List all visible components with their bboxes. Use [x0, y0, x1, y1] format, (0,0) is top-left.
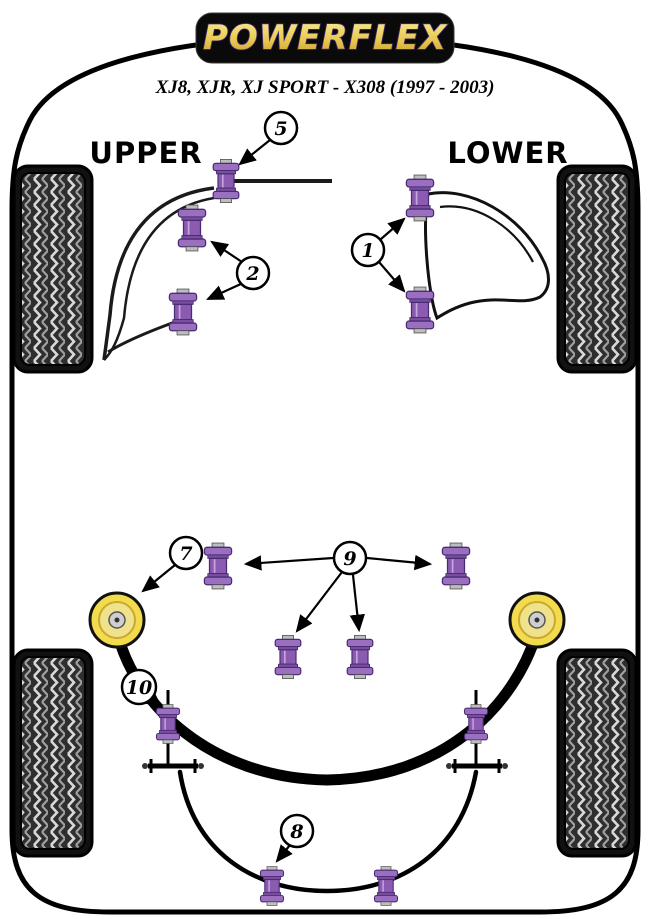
callout-8-number: 8 [289, 821, 303, 843]
roll-bar-mount-right [508, 591, 566, 649]
callout-2: 2 [235, 255, 271, 291]
tire-rear-left [12, 648, 94, 858]
arrow-2a [210, 240, 243, 263]
brand-badge: POWERFLEX [195, 12, 455, 64]
arrow-5 [238, 139, 271, 166]
arrow-9b [366, 554, 433, 571]
arrow-8 [275, 844, 293, 863]
callout-arrows [141, 139, 433, 863]
rear-anti-roll-bar [177, 769, 479, 894]
roll-bar-mount-left [88, 591, 146, 649]
arrow-9d [349, 574, 365, 633]
arrow-7 [141, 564, 176, 593]
lower-section-label: LOWER [447, 136, 568, 170]
brand-logo-text: POWERFLEX [203, 18, 448, 58]
callout-8: 8 [279, 813, 315, 849]
bracket-left [142, 759, 204, 773]
callout-1: 1 [350, 232, 386, 268]
callout-1-number: 1 [361, 240, 374, 262]
callout-5: 5 [263, 110, 299, 146]
arrow-9a [243, 555, 334, 571]
callout-10-number: 10 [126, 677, 152, 699]
tire-front-right [556, 164, 638, 374]
callout-7-number: 7 [179, 543, 192, 565]
bracket-right [446, 759, 508, 773]
subtitle-text: XJ8, XJR, XJ SPORT - X308 (1997 - 2003) [155, 77, 495, 98]
arrow-2b [205, 281, 244, 301]
upper-section-label: UPPER [89, 136, 202, 170]
callout-7: 7 [168, 535, 204, 571]
callout-9-number: 9 [343, 548, 356, 570]
callout-5-number: 5 [274, 118, 287, 140]
callout-9: 9 [332, 540, 368, 576]
tire-rear-right [556, 648, 638, 858]
arrow-1b [378, 261, 406, 293]
arrow-9c [295, 571, 343, 633]
tire-front-left [12, 164, 94, 374]
callout-10: 10 [120, 668, 158, 706]
callout-2-number: 2 [245, 263, 259, 285]
arrow-1a [380, 217, 406, 240]
